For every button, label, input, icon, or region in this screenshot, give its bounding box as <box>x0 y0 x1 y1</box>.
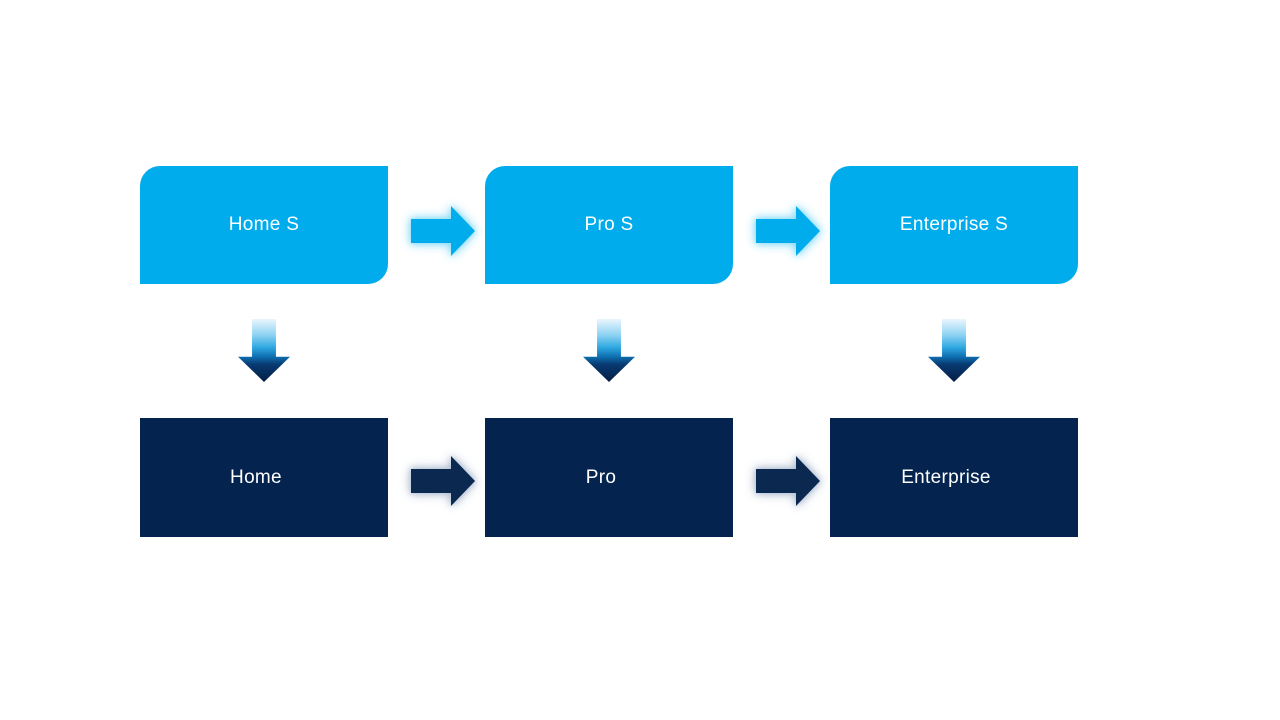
node-home-s-label: Home S <box>228 214 300 235</box>
right-arrow-shape <box>411 456 475 506</box>
node-home-s: Home S <box>140 166 388 284</box>
right-arrow-icon <box>756 206 820 256</box>
node-home: Home <box>140 418 388 537</box>
down-arrow-icon <box>928 319 980 382</box>
down-arrow-shape <box>583 319 635 382</box>
node-enterprise-label: Enterprise <box>901 466 991 488</box>
right-arrow-icon <box>411 206 475 256</box>
right-arrow-shape <box>756 456 820 506</box>
node-pro-s-label: Pro S <box>584 214 634 235</box>
down-arrow-shape <box>928 319 980 382</box>
right-arrow-icon <box>411 456 475 506</box>
right-arrow-icon <box>756 456 820 506</box>
node-enterprise-s: Enterprise S <box>830 166 1078 284</box>
node-pro-s: Pro S <box>485 166 733 284</box>
node-enterprise: Enterprise <box>830 418 1078 537</box>
right-arrow-shape <box>411 206 475 256</box>
node-pro-label: Pro <box>585 466 617 488</box>
right-arrow-shape <box>756 206 820 256</box>
node-home-label: Home <box>230 466 282 488</box>
down-arrow-shape <box>238 319 290 382</box>
node-enterprise-s-label: Enterprise S <box>899 214 1009 235</box>
node-pro: Pro <box>485 418 733 537</box>
down-arrow-icon <box>583 319 635 382</box>
down-arrow-icon <box>238 319 290 382</box>
